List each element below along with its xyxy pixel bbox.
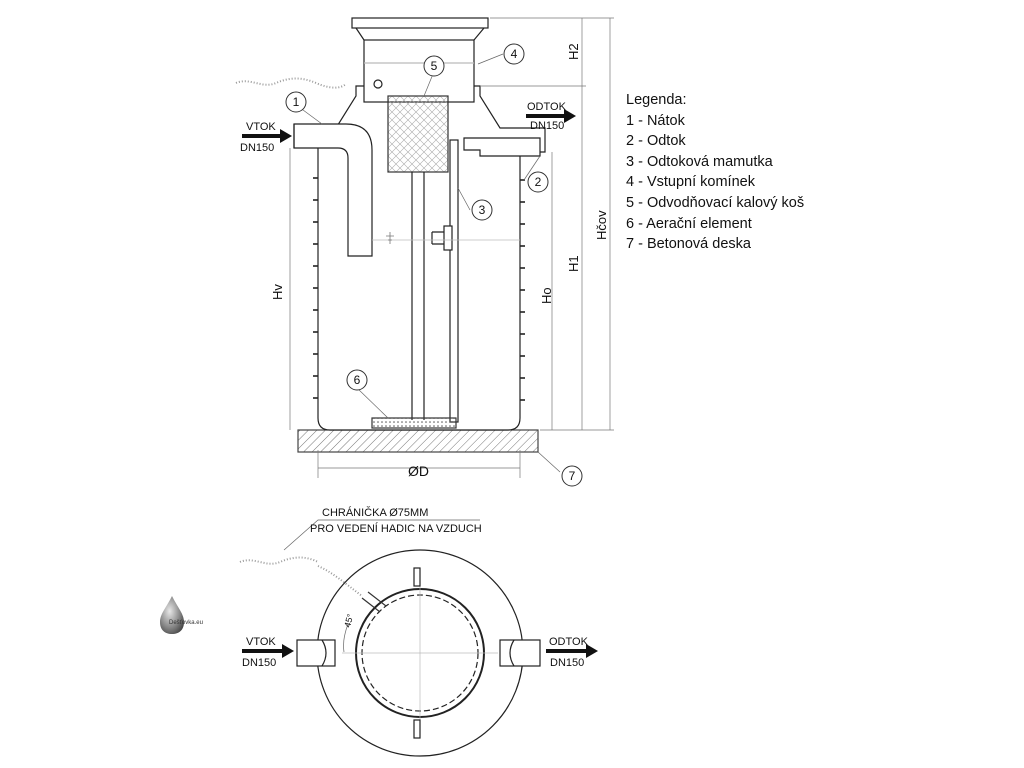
dim-hcov: Hčov: [594, 210, 609, 240]
air-hose: [317, 565, 363, 597]
callout-leaders: [298, 53, 561, 473]
callout-2: [527, 171, 549, 193]
callout-4: [503, 43, 525, 65]
lug-bottom: [413, 719, 421, 739]
legend-item: 3 - Odtoková mamutka: [626, 153, 773, 170]
tank-ribs-left: [313, 177, 318, 399]
inlet-pipe: [293, 123, 373, 257]
plan-inlet-pipe: [296, 639, 336, 667]
plan-view: [242, 519, 598, 757]
legend-item: 2 - Odtok: [626, 133, 686, 150]
dim-hv: Hv: [270, 284, 285, 300]
lug-top: [413, 567, 421, 587]
plan-outlet-pipe: [499, 639, 541, 667]
dim-diameter: ØD: [408, 463, 429, 479]
angle-arc: [343, 623, 349, 653]
callout-7: [561, 465, 583, 487]
angle-label: 45°: [342, 612, 355, 628]
callouts: [285, 43, 583, 487]
air-conduit: [361, 591, 387, 613]
sludge-basket: [387, 95, 449, 173]
callout-1-label: 1: [293, 95, 300, 109]
airlift-riser: [449, 139, 459, 423]
legend-item: 1 - Nátok: [626, 112, 685, 129]
aeration-element: [371, 417, 457, 429]
soil-line: [235, 77, 347, 89]
droplet-logo-icon: [160, 596, 184, 634]
dimension-lines: [289, 17, 614, 478]
outlet-size: DN150: [530, 120, 564, 132]
outlet-pipe: [463, 137, 541, 157]
callout-2-label: 2: [535, 175, 542, 189]
legend-item: 4 - Vstupní komínek: [626, 174, 755, 191]
logo-text: Dešťovka.eu: [169, 620, 203, 626]
callout-1: [285, 91, 307, 113]
dim-h2: H2: [566, 43, 581, 60]
callout-6: [346, 369, 368, 391]
callout-7-label: 7: [569, 469, 576, 483]
legend-item: 6 - Aerační element: [626, 215, 752, 232]
callout-3: [471, 199, 493, 221]
dim-h1: H1: [566, 255, 581, 272]
plan-inlet-label: VTOK: [246, 636, 276, 648]
callout-5-label: 5: [431, 59, 438, 73]
section-view: [235, 17, 614, 565]
access-chimney: [363, 39, 475, 103]
concrete-slab: [297, 429, 539, 453]
legend-title: Legenda:: [626, 92, 687, 108]
chimney-bolt: [373, 79, 383, 89]
legend-item: 7 - Betonová deska: [626, 236, 751, 253]
plan-outlet-label: ODTOK: [549, 636, 589, 648]
plan-outlet-size: DN150: [550, 657, 584, 669]
conduit-label-1: CHRÁNIČKA Ø75MM: [322, 506, 428, 519]
legend-item: 5 - Odvodňovací kalový koš: [626, 194, 805, 211]
plan-inlet-size: DN150: [242, 657, 276, 669]
outlet-label: ODTOK: [527, 101, 567, 113]
inlet-label: VTOK: [246, 121, 276, 133]
conduit-label-2: PRO VEDENÍ HADIC NA VZDUCH: [310, 522, 482, 535]
callout-numbers: 1 2 3 4 5 6 7: [293, 47, 576, 483]
callout-4-label: 4: [511, 47, 518, 61]
chimney-rim: [351, 17, 489, 29]
dim-ho: Ho: [539, 287, 554, 304]
soil-line-plan: [239, 556, 319, 565]
tank-ribs-right: [520, 179, 525, 401]
callout-5: [423, 55, 445, 77]
inlet-size: DN150: [240, 142, 274, 154]
legend: Legenda: 1 - Nátok 2 - Odtok 3 - Odtokov…: [626, 90, 804, 255]
callout-3-label: 3: [479, 203, 486, 217]
callout-6-label: 6: [354, 373, 361, 387]
